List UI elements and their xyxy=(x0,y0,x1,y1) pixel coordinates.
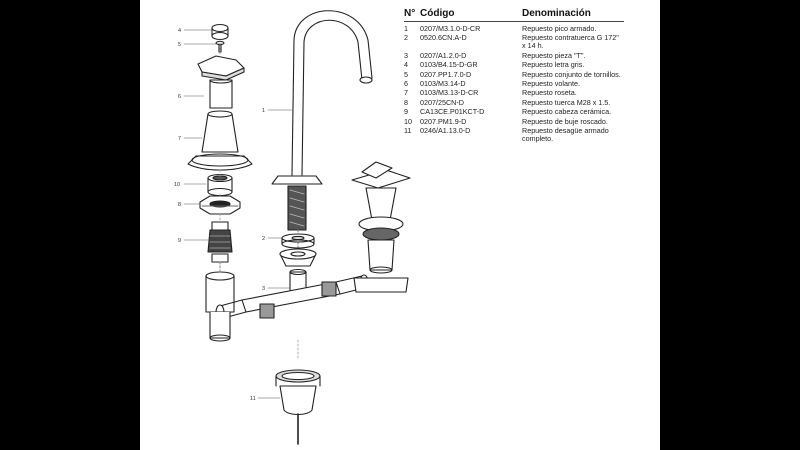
drain-part xyxy=(275,369,321,445)
row-description: Repuesto de buje roscado. xyxy=(522,116,608,126)
exploded-view-sheet: 4 5 6 7 10 8 9 1 2 3 11 N° Código Denomi… xyxy=(140,0,660,450)
row-description: Repuesto pieza "T". xyxy=(522,50,586,60)
row-number: 9 xyxy=(404,107,408,117)
table-row: 9 CA13CE.P01KCT-D Repuesto cabeza cerámi… xyxy=(404,108,624,116)
row-number: 7 xyxy=(404,88,408,98)
callout-5: 5 xyxy=(178,42,181,48)
row-code: 0103/M3.14-D xyxy=(420,78,466,88)
row-description: Repuesto roseta. xyxy=(522,88,577,98)
table-row: 2 0520.6CN.A-D Repuesto contratuerca G 1… xyxy=(404,34,624,50)
table-row: 3 0207/A1.2.0-D Repuesto pieza "T". xyxy=(404,50,624,60)
table-row: 1 0207/M3.1.0-D-CR Repuesto pico armado. xyxy=(404,25,624,33)
row-number: 6 xyxy=(404,78,408,88)
cross-handle-part xyxy=(197,55,245,109)
row-number: 8 xyxy=(404,97,408,107)
row-description: Repuesto volante. xyxy=(522,78,580,88)
row-description: Repuesto letra gris. xyxy=(522,60,585,70)
ceramic-cartridge-part xyxy=(207,221,233,263)
threaded-bushing-part xyxy=(207,173,233,197)
row-number: 11 xyxy=(404,125,412,135)
header-code: Código xyxy=(420,8,455,19)
row-description: Repuesto cabeza cerámica. xyxy=(522,107,612,117)
table-row: 10 0207.PM1.9-D Repuesto de buje roscado… xyxy=(404,116,624,126)
callout-9: 9 xyxy=(178,238,181,244)
cap-button-part xyxy=(211,23,229,41)
callout-2: 2 xyxy=(262,236,265,242)
callout-1: 1 xyxy=(262,108,265,114)
row-number: 2 xyxy=(404,33,408,43)
callout-11: 11 xyxy=(250,396,256,402)
faucet-exploded-diagram: 4 5 6 7 10 8 9 1 2 3 11 xyxy=(174,10,411,445)
table-header: N° Código Denominación xyxy=(404,8,624,22)
row-number: 5 xyxy=(404,69,408,79)
parts-list-table: N° Código Denominación 1 0207/M3.1.0-D-C… xyxy=(404,8,624,144)
callout-8: 8 xyxy=(178,202,181,208)
row-description: Repuesto desagüe armado completo. xyxy=(522,125,609,143)
table-row: 7 0103/M3.13-D-CR Repuesto roseta. xyxy=(404,89,624,97)
callout-3: 3 xyxy=(262,286,265,292)
screw-set-part xyxy=(215,40,225,53)
row-code: 0207/A1.2.0-D xyxy=(420,50,467,60)
left-valve-body xyxy=(205,261,235,342)
row-code: 0207.PM1.9-D xyxy=(420,116,467,126)
row-description: Repuesto contratuerca G 172" x 14 h. xyxy=(522,33,619,51)
callout-4: 4 xyxy=(178,28,181,34)
spout-part xyxy=(271,10,373,259)
rosette-part xyxy=(187,110,253,171)
table-row: 8 0207/25CN-D Repuesto tuerca M28 x 1.5. xyxy=(404,97,624,107)
row-number: 3 xyxy=(404,50,408,60)
callout-6: 6 xyxy=(178,94,181,100)
table-row: 4 0103/B4.15-D-GR Repuesto letra gris. xyxy=(404,61,624,69)
table-row: 11 0246/A1.13.0-D Repuesto desagüe armad… xyxy=(404,125,624,143)
callout-10: 10 xyxy=(174,182,180,188)
row-code: 0207/25CN-D xyxy=(420,97,464,107)
row-description: Repuesto tuerca M28 x 1.5. xyxy=(522,97,611,107)
row-code: CA13CE.P01KCT-D xyxy=(420,107,485,117)
row-code: 0246/A1.13.0-D xyxy=(420,125,471,135)
row-code: 0520.6CN.A-D xyxy=(420,33,467,43)
header-name: Denominación xyxy=(522,8,591,19)
row-code: 0207/M3.1.0-D-CR xyxy=(420,24,481,33)
right-valve-assembly xyxy=(351,161,411,293)
row-description: Repuesto pico armado. xyxy=(522,24,597,33)
table-row: 6 0103/M3.14-D Repuesto volante. xyxy=(404,78,624,88)
nut-part xyxy=(199,195,241,215)
row-number: 10 xyxy=(404,116,412,126)
row-number: 1 xyxy=(404,24,408,33)
row-code: 0103/B4.15-D-GR xyxy=(420,60,478,70)
locknut-part xyxy=(279,233,317,267)
row-description: Repuesto conjunto de tornillos. xyxy=(522,69,621,79)
header-number: N° xyxy=(404,8,416,19)
row-code: 0207.PP1.7.0-D xyxy=(420,69,472,79)
callout-7: 7 xyxy=(178,136,181,142)
tee-piece-part xyxy=(215,268,369,320)
table-row: 5 0207.PP1.7.0-D Repuesto conjunto de to… xyxy=(404,69,624,79)
row-code: 0103/M3.13-D-CR xyxy=(420,88,479,98)
row-number: 4 xyxy=(404,60,408,70)
